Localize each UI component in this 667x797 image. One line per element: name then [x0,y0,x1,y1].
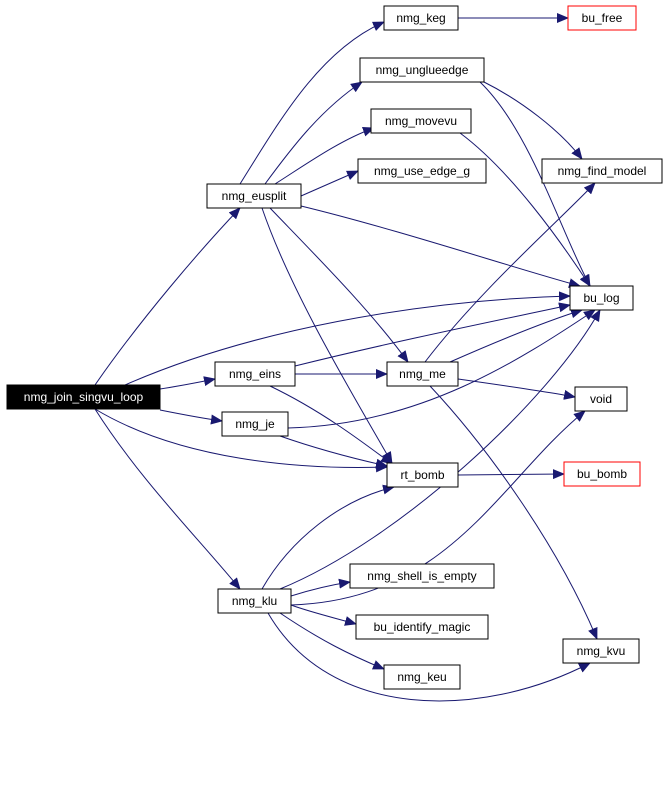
edge-rt_bomb-to-bu_bomb [457,469,565,480]
edge-nmg_klu-to-rt_bomb [261,484,395,590]
node-label: bu_log [583,291,619,305]
node-rt_bomb[interactable]: rt_bomb [386,462,459,488]
edge-nmg_join_singvu_loop-to-bu_log [124,291,571,386]
node-box [383,5,459,31]
edge-nmg_eusplit-to-nmg_me [269,207,409,363]
node-label: bu_bomb [577,467,627,481]
node-box [541,158,663,184]
node-label: bu_free [582,11,623,25]
node-label: nmg_kvu [577,644,626,658]
node-box [569,285,634,311]
node-void[interactable]: void [574,386,628,412]
node-label: nmg_shell_is_empty [367,569,476,583]
edge-nmg_eusplit-to-nmg_keg [239,21,385,185]
edge-nmg_klu-to-bu_identify_magic [290,604,357,626]
node-label: nmg_je [235,417,275,431]
node-nmg_keg[interactable]: nmg_keg [383,5,459,31]
edge-nmg_unglueedge-to-nmg_find_model [483,81,583,160]
node-box [217,588,292,614]
edge-nmg_eins-to-rt_bomb [269,385,393,465]
node-nmg_klu[interactable]: nmg_klu [217,588,292,614]
node-bu_bomb[interactable]: bu_bomb [563,461,641,487]
node-label: nmg_keg [396,11,445,25]
node-nmg_shell_is_empty[interactable]: nmg_shell_is_empty [349,563,495,589]
node-label: nmg_me [399,367,446,381]
edge-nmg_join_singvu_loop-to-nmg_eusplit [94,207,241,386]
node-box [386,361,459,387]
node-label: nmg_eins [229,367,281,381]
edge-nmg_je-to-rt_bomb [279,435,388,469]
node-nmg_eins[interactable]: nmg_eins [214,361,296,387]
node-box [349,563,495,589]
node-box [370,108,472,134]
edge-nmg_me-to-nmg_kvu [429,385,598,640]
node-box [6,384,161,410]
node-nmg_kvu[interactable]: nmg_kvu [562,638,640,664]
node-label: nmg_klu [232,594,277,608]
edge-nmg_eusplit-to-nmg_movevu [274,126,375,185]
edge-nmg_movevu-to-bu_log [459,132,591,287]
edge-nmg_me-to-nmg_find_model [424,182,596,363]
edge-nmg_join_singvu_loop-to-rt_bomb [94,408,388,473]
node-box [357,158,487,184]
edge-nmg_klu-to-nmg_shell_is_empty [290,578,351,597]
node-box [359,57,485,83]
node-label: nmg_join_singvu_loop [24,390,144,404]
edge-nmg_eusplit-to-nmg_use_edge_g [300,170,359,197]
node-nmg_eusplit[interactable]: nmg_eusplit [206,183,302,209]
edge-nmg_klu-to-bu_log [279,309,601,590]
edge-nmg_eins-to-bu_log [294,302,571,367]
node-label: nmg_find_model [558,164,647,178]
edge-nmg_eusplit-to-bu_log [300,205,581,288]
node-label: nmg_keu [397,670,446,684]
node-nmg_use_edge_g[interactable]: nmg_use_edge_g [357,158,487,184]
edges-layer [94,13,601,702]
node-box [562,638,640,664]
edge-nmg_eusplit-to-rt_bomb [261,207,393,464]
edge-nmg_me-to-bu_log [449,308,583,363]
node-box [355,614,489,640]
edge-nmg_unglueedge-to-bu_log [479,81,591,287]
edge-nmg_me-to-void [457,378,576,400]
edge-nmg_join_singvu_loop-to-nmg_je [159,409,223,425]
nodes-layer: nmg_join_singvu_loopnmg_eusplitnmg_einsn… [6,5,663,690]
node-bu_log[interactable]: bu_log [569,285,634,311]
edge-nmg_je-to-bu_log [287,309,596,429]
edge-nmg_klu-to-void [290,410,586,606]
node-label: void [590,392,612,406]
node-label: rt_bomb [400,468,444,482]
node-nmg_me[interactable]: nmg_me [386,361,459,387]
node-box [567,5,637,31]
node-label: nmg_eusplit [222,189,287,203]
node-box [574,386,628,412]
node-label: nmg_use_edge_g [374,164,470,178]
node-box [383,664,461,690]
node-nmg_unglueedge[interactable]: nmg_unglueedge [359,57,485,83]
node-nmg_keu[interactable]: nmg_keu [383,664,461,690]
node-bu_free[interactable]: bu_free [567,5,637,31]
edge-nmg_eusplit-to-nmg_unglueedge [264,81,363,185]
edge-nmg_klu-to-nmg_kvu [267,612,591,702]
node-nmg_movevu[interactable]: nmg_movevu [370,108,472,134]
node-box [563,461,641,487]
node-label: bu_identify_magic [374,620,471,634]
node-nmg_find_model[interactable]: nmg_find_model [541,158,663,184]
node-label: nmg_unglueedge [376,63,469,77]
node-box [214,361,296,387]
edge-nmg_join_singvu_loop-to-nmg_eins [159,376,216,390]
node-label: nmg_movevu [385,114,457,128]
edge-nmg_klu-to-nmg_keu [279,612,385,670]
node-box [386,462,459,488]
node-bu_identify_magic[interactable]: bu_identify_magic [355,614,489,640]
node-box [221,411,289,437]
node-nmg_join_singvu_loop[interactable]: nmg_join_singvu_loop [6,384,161,410]
node-box [206,183,302,209]
edge-nmg_join_singvu_loop-to-nmg_klu [94,408,241,590]
node-nmg_je[interactable]: nmg_je [221,411,289,437]
